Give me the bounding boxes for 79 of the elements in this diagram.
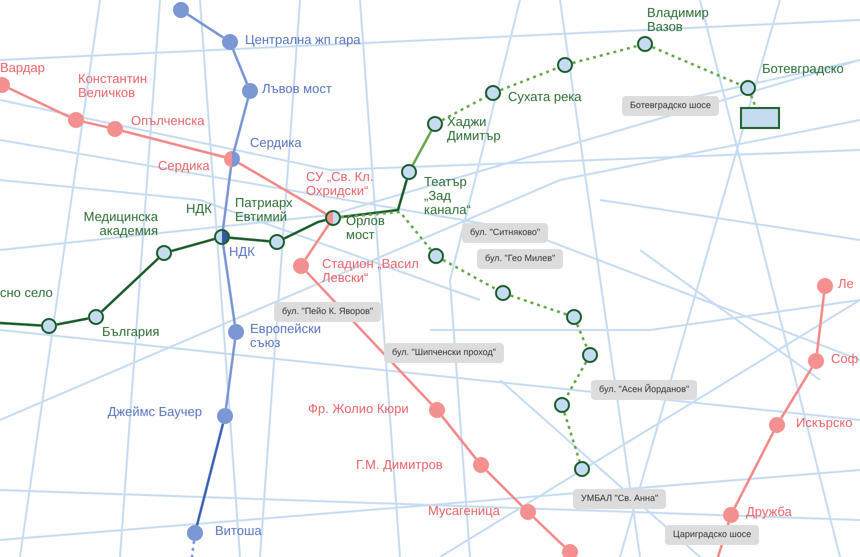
station-name: Сердика [250, 136, 303, 150]
metro-line-segment [224, 340, 236, 408]
planned-line-segment [510, 294, 567, 316]
street-label: УМБАЛ "Св. Анна" [573, 489, 666, 508]
metro-line-segment [0, 322, 42, 327]
station-name: Патриарх Евтимий [235, 196, 294, 224]
interchange-station [224, 151, 240, 167]
station-name: Искърско [796, 416, 854, 430]
station-name: НДК [186, 202, 213, 216]
metro-line-segment [441, 415, 477, 460]
station-name: Джеймс Баучер [106, 405, 202, 419]
station-name: Витоша [215, 524, 263, 538]
metro-line-segment [232, 48, 248, 84]
planned-line-segment [500, 66, 558, 92]
metro-line-segment [196, 423, 224, 526]
station-name: Сухата река [508, 90, 582, 104]
station-name: Лъвов мост [262, 82, 333, 96]
street-label: бул. "Асен Йорданов" [591, 380, 698, 400]
metro-line-segment [238, 162, 327, 216]
metro-line-segment [122, 130, 225, 158]
station-name: Константин Величков [78, 72, 148, 100]
metro-line-segment [8, 87, 70, 118]
station-name: Опълченска [131, 114, 206, 128]
station-name: СУ „Св. Кл. Охридски“ [306, 170, 374, 198]
metro-line-segment [56, 317, 88, 326]
station-name: Вардар [0, 61, 46, 75]
metro-line-segment [532, 516, 566, 548]
metro-line-segment [232, 98, 250, 152]
station-name: Европейски съюз [250, 322, 322, 350]
metro-line-segment [486, 470, 524, 508]
planned-line-segment [576, 324, 588, 348]
street-label: бул. "Пейо К. Яворов" [274, 302, 382, 322]
interchange-station [325, 210, 341, 226]
station-name: Сердика [158, 159, 211, 173]
station-name: Стадион „Васил Левски“ [322, 257, 420, 285]
station-name: България [102, 325, 160, 339]
station-name: Орлов мост [346, 214, 386, 242]
metro-line-segment [171, 238, 215, 252]
station-name: Хаджи Димитър [447, 115, 502, 143]
street-label: Ботевградско шосе [622, 96, 719, 116]
station-name: Фр. Жолио Кюри [308, 402, 410, 416]
planned-line-segment [652, 46, 742, 86]
metro-line-segment [230, 236, 270, 243]
station-name: Мусагеница [428, 504, 501, 518]
station-name: Ботевградско [762, 62, 845, 76]
metro-line-segment [816, 294, 826, 354]
planned-line-segment [750, 94, 757, 108]
metro-line-segment [284, 218, 326, 240]
station-name: Соф [831, 352, 860, 366]
metro-line-segment [222, 166, 232, 230]
metro-line-segment [340, 179, 408, 218]
station-name: Медицинска академия [82, 210, 158, 238]
planned-line-segment [563, 412, 581, 462]
metro-line-segment [733, 432, 775, 508]
street-label: бул. "Ситняково" [462, 223, 548, 242]
station-name: Централна жп гара [245, 33, 362, 47]
metro-line-segment [304, 224, 330, 260]
planned-line-segment [572, 44, 638, 64]
street-label: бул. "Гео Милев" [477, 249, 564, 268]
station-name: сно село [0, 286, 54, 300]
station-name: Г.М. Димитров [356, 458, 444, 472]
metro-line-segment [100, 258, 160, 312]
metro-line-segment [187, 13, 224, 39]
planned-line-segment [442, 258, 497, 290]
station-name: Владимир Вазов [647, 6, 710, 34]
station-name: НДК [229, 245, 256, 259]
metro-line-segment [222, 244, 236, 324]
station-name: Театър „Зад канала“ [424, 175, 472, 217]
station-name: Дружба [746, 505, 793, 519]
metro-line-segment [412, 130, 432, 166]
depot-box [740, 107, 780, 129]
interchange-station [214, 229, 230, 245]
metro-line-segment [780, 367, 813, 419]
planned-line-segment [340, 210, 432, 251]
street-label: Цариградско шосе [665, 525, 760, 544]
planned-line-segment [190, 540, 196, 557]
metro-line-segment [84, 120, 108, 128]
street-label: бул. "Шипченски проход" [384, 343, 504, 362]
station-name: Ле [838, 277, 855, 291]
